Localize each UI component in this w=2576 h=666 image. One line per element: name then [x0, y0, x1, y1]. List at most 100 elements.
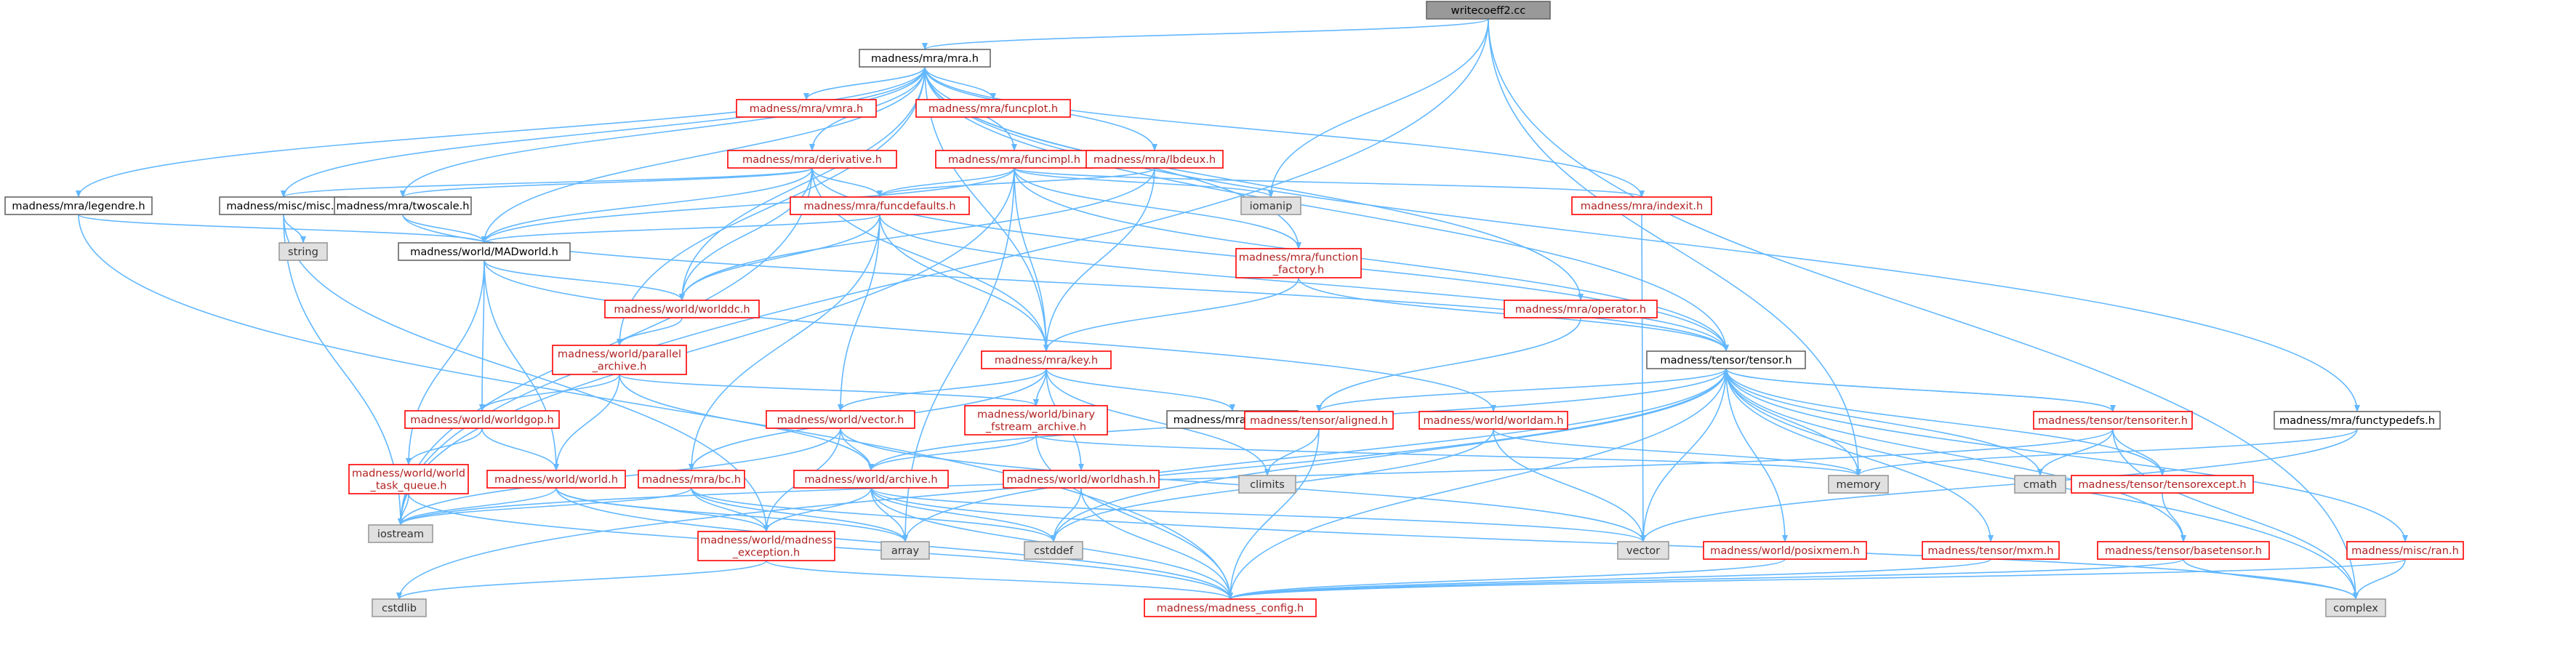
- edge-path: [402, 214, 1729, 352]
- edge-tensor-to-madness_config: [1227, 368, 1727, 600]
- node-binary_fstream[interactable]: madness/world/binary_fstream_archive.h: [964, 405, 1108, 436]
- node-task_queue[interactable]: madness/world/world_task_queue.h: [348, 464, 469, 494]
- node-key[interactable]: madness/mra/key.h: [981, 350, 1112, 369]
- node-worldgop[interactable]: madness/world/worldgop.h: [404, 410, 560, 429]
- node-bc[interactable]: madness/mra/bc.h: [638, 470, 745, 489]
- node-aligned[interactable]: madness/tensor/aligned.h: [1244, 411, 1394, 430]
- node-operator[interactable]: madness/mra/operator.h: [1504, 300, 1658, 318]
- node-vmra[interactable]: madness/mra/vmra.h: [736, 99, 877, 118]
- node-box: [604, 300, 760, 318]
- node-box: [697, 531, 835, 561]
- node-posixmem[interactable]: madness/world/posixmem.h: [1703, 541, 1867, 560]
- node-derivative[interactable]: madness/mra/derivative.h: [727, 150, 897, 169]
- node-ran[interactable]: madness/misc/ran.h: [2346, 541, 2464, 560]
- edge-path: [691, 487, 769, 532]
- edge-mra-to-functypedefs: [924, 66, 2360, 412]
- node-tensor[interactable]: madness/tensor/tensor.h: [1646, 350, 1806, 369]
- edge-path: [76, 66, 926, 198]
- edge-path: [400, 167, 813, 198]
- node-tensorexcept[interactable]: madness/tensor/tensorexcept.h: [2071, 475, 2254, 494]
- node-box: [2014, 475, 2066, 494]
- node-function_factory[interactable]: madness/mra/function_factory.h: [1235, 248, 1362, 278]
- edge-path: [1227, 428, 1320, 600]
- edge-funcdefaults-to-bc: [689, 214, 880, 471]
- edge-path: [481, 428, 559, 471]
- edge-basetensor-to-madness_config: [1227, 558, 2184, 600]
- node-vector_h[interactable]: madness/world/vector.h: [766, 410, 915, 429]
- edge-derivative-to-key: [811, 167, 1049, 352]
- edge-derivative-to-twoscale: [400, 167, 813, 198]
- edge-path: [1227, 558, 2406, 600]
- node-label: madness/mra/key.h: [995, 354, 1098, 366]
- edge-parallel_archive-to-worldgop: [479, 374, 620, 412]
- edge-path: [1725, 368, 2186, 542]
- edge-path: [1268, 18, 1489, 198]
- edge-path: [877, 167, 1015, 198]
- node-label: madness/world/worlddc.h: [614, 303, 750, 316]
- node-box: [1646, 350, 1806, 369]
- node-box: [334, 196, 472, 215]
- edge-path: [481, 214, 880, 244]
- edge-path: [679, 167, 813, 301]
- edge-path: [1488, 18, 2359, 600]
- edge-funcdefaults-to-vector_h: [838, 214, 880, 412]
- edge-tensoriter-to-tensorexcept: [2112, 428, 2165, 476]
- node-box: [1244, 411, 1394, 430]
- node-madness_exception[interactable]: madness/world/madness_exception.h: [697, 531, 835, 561]
- node-climits: climits: [1238, 475, 1296, 494]
- node-memory: memory: [1828, 475, 1889, 494]
- edge-path: [868, 434, 1037, 471]
- node-mxm[interactable]: madness/tensor/mxm.h: [1922, 541, 2060, 560]
- edge-bc-to-madness_exception: [691, 487, 769, 532]
- node-world[interactable]: madness/world/world.h: [486, 470, 626, 489]
- edge-path: [1725, 368, 1788, 542]
- node-lbdeux[interactable]: madness/mra/lbdeux.h: [1086, 150, 1224, 169]
- node-basetensor[interactable]: madness/tensor/basetensor.h: [2097, 541, 2270, 560]
- node-worlddc[interactable]: madness/world/worlddc.h: [604, 300, 760, 318]
- edge-path: [922, 18, 1489, 50]
- edge-mra-to-key: [924, 66, 1049, 352]
- edge-tensor-to-basetensor: [1725, 368, 2186, 542]
- edge-functypedefs-to-memory: [1855, 428, 2358, 476]
- node-funcplot[interactable]: madness/mra/funcplot.h: [915, 99, 1071, 118]
- node-tensoriter[interactable]: madness/tensor/tensoriter.h: [2033, 411, 2193, 430]
- node-box: [915, 99, 1071, 118]
- node-cmath: cmath: [2014, 475, 2066, 494]
- node-worldhash[interactable]: madness/world/worldhash.h: [1003, 470, 1160, 489]
- node-legendre[interactable]: madness/mra/legendre.h: [4, 196, 153, 215]
- edge-path: [924, 66, 1645, 198]
- edge-tensor-to-mxm: [1725, 368, 1994, 542]
- node-label: madness/mra/twoscale.h: [337, 200, 470, 212]
- node-madworld[interactable]: madness/world/MADworld.h: [398, 242, 571, 261]
- node-twoscale[interactable]: madness/mra/twoscale.h: [334, 196, 472, 215]
- node-madness_config[interactable]: madness/madness_config.h: [1144, 598, 1317, 617]
- edge-funcimpl-to-funcdefaults: [877, 167, 1015, 198]
- edge-path: [1640, 428, 2358, 542]
- edge-path: [2353, 558, 2406, 600]
- node-iostream: iostream: [368, 524, 433, 543]
- node-complex: complex: [2325, 598, 2386, 617]
- node-label: madness/tensor/basetensor.h: [2105, 545, 2262, 557]
- edge-madness_exception-to-cstdlib: [396, 560, 767, 600]
- node-label: writecoeff2.cc: [1451, 4, 1526, 17]
- node-funcimpl[interactable]: madness/mra/funcimpl.h: [935, 150, 1094, 169]
- node-box: [638, 470, 745, 489]
- node-misc[interactable]: madness/misc/misc.h: [219, 196, 348, 215]
- node-functypedefs[interactable]: madness/mra/functypedefs.h: [2274, 411, 2441, 430]
- node-archive[interactable]: madness/world/archive.h: [793, 470, 949, 489]
- node-indexit[interactable]: madness/mra/indexit.h: [1571, 196, 1712, 215]
- edge-path: [1043, 277, 1299, 352]
- edge-worldgop-to-world: [481, 428, 559, 471]
- node-root[interactable]: writecoeff2.cc: [1426, 1, 1551, 20]
- node-worldam[interactable]: madness/world/worldam.h: [1419, 411, 1568, 430]
- node-label: madness/world/world.h: [494, 473, 618, 486]
- edge-world-to-array: [555, 487, 908, 542]
- edge-path: [879, 214, 1729, 352]
- node-label: array: [891, 545, 920, 557]
- node-parallel_archive[interactable]: madness/world/parallel_archive.h: [552, 345, 687, 375]
- node-funcdefaults[interactable]: madness/mra/funcdefaults.h: [790, 196, 970, 215]
- node-mra[interactable]: madness/mra/mra.h: [859, 49, 991, 68]
- edge-path: [400, 66, 926, 198]
- edge-path: [870, 487, 908, 542]
- edge-path: [838, 368, 1047, 412]
